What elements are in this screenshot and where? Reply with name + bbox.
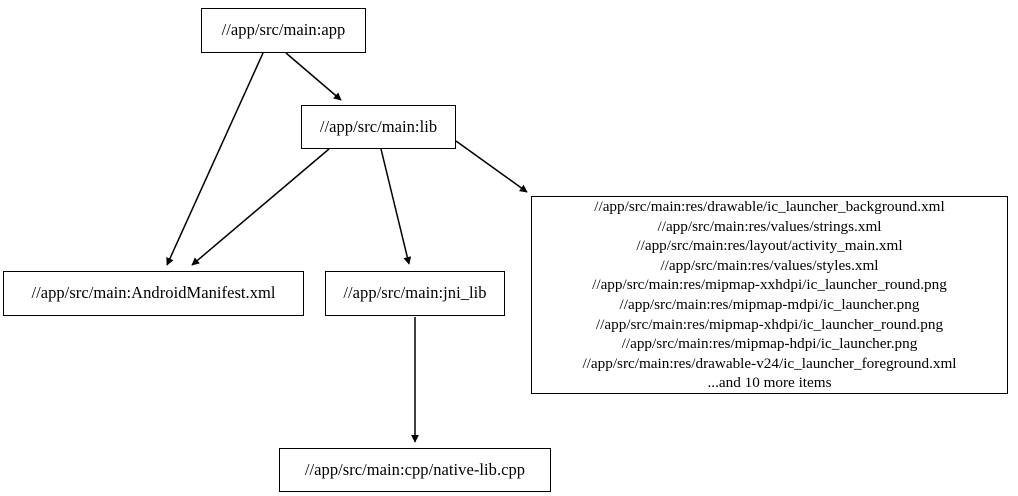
graph-node-native-lib-cpp-label: //app/src/main:cpp/native-lib.cpp	[304, 459, 526, 479]
graph-node-resources-label: //app/src/main:res/drawable/ic_launcher_…	[582, 198, 957, 392]
graph-node-app-label: //app/src/main:app	[221, 20, 346, 40]
edge-lib-to-manifest	[191, 148, 330, 266]
graph-node-app[interactable]: //app/src/main:app	[201, 8, 366, 53]
edge-app-to-manifest	[166, 52, 264, 266]
graph-node-lib[interactable]: //app/src/main:lib	[301, 105, 456, 149]
graph-node-android-manifest-label: //app/src/main:AndroidManifest.xml	[31, 283, 276, 303]
graph-node-native-lib-cpp[interactable]: //app/src/main:cpp/native-lib.cpp	[279, 448, 551, 492]
edge-lib-to-jni-lib	[380, 148, 412, 265]
edge-app-to-lib	[285, 52, 342, 101]
graph-node-lib-label: //app/src/main:lib	[319, 116, 438, 136]
edge-lib-to-resources	[455, 140, 528, 193]
graph-node-resources[interactable]: //app/src/main:res/drawable/ic_launcher_…	[531, 196, 1008, 394]
graph-node-android-manifest[interactable]: //app/src/main:AndroidManifest.xml	[3, 271, 304, 316]
graph-node-jni-lib[interactable]: //app/src/main:jni_lib	[325, 271, 505, 316]
graph-node-jni-lib-label: //app/src/main:jni_lib	[343, 283, 487, 303]
